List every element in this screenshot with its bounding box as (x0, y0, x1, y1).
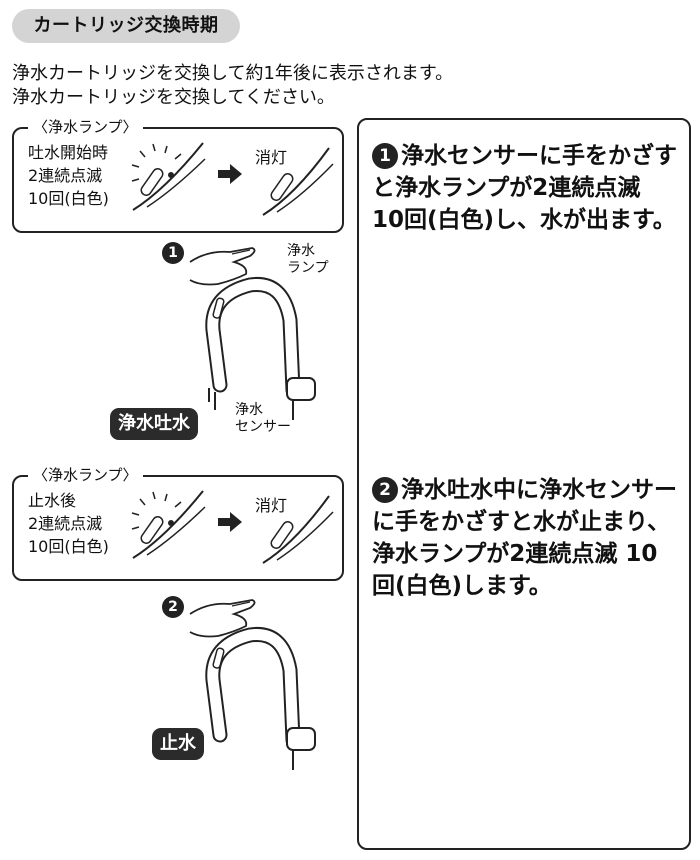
arrow-right-icon (218, 512, 242, 532)
lamp-status-box-2 (12, 475, 344, 581)
lamp-status-line: 10回(白色) (28, 189, 109, 208)
step-number-badge-1: 1 (162, 242, 184, 264)
faucet-icon (205, 276, 316, 420)
callout-sensor: センサー (235, 419, 291, 435)
callout-lamp: ランプ (287, 260, 329, 276)
hand-icon (189, 247, 256, 286)
lamp-off-label-1: 消灯 (255, 148, 288, 167)
callout-lamp: 浄水 (287, 243, 315, 259)
lamp-blink-icon (131, 142, 206, 211)
intro-line-1: 浄水カートリッジを交換して約1年後に表示されます。 (12, 63, 454, 84)
lamp-status-line: 2連続点滅 (28, 514, 103, 533)
step-number-badge-2: 2 (162, 596, 184, 618)
instruction-box (357, 118, 691, 850)
intro-line-2: 浄水カートリッジを交換してください。 (12, 87, 335, 108)
lamp-status-box-1 (12, 127, 344, 233)
lamp-status-line: 止水後 (28, 491, 77, 510)
lamp-status-line: 10回(白色) (28, 537, 109, 556)
lamp-blink-icon (131, 490, 206, 559)
callout-sensor: 浄水 (235, 402, 263, 418)
step-text-1: 浄水センサーに手をかざすと浄水ランプが2連続点滅 10回(白色)し、水が出ます。 (372, 143, 677, 233)
hand-icon (189, 599, 256, 638)
lamp-off-icon (262, 147, 334, 216)
lamp-off-label-2: 消灯 (255, 496, 288, 515)
step-text-2: 浄水吐水中に浄水センサーに手をかざすと水が止まり、浄水ランプが2連続点滅 10回… (372, 477, 677, 599)
faucet-icon (205, 626, 316, 770)
step-number-2: 2 (372, 477, 398, 503)
step-number-1: 1 (372, 143, 398, 169)
water-stop-tag: 止水 (152, 728, 204, 760)
lamp-off-icon (262, 495, 334, 564)
arrow-right-icon (218, 164, 242, 184)
lamp-status-line: 2連続点滅 (28, 166, 103, 185)
lamp-status-line: 吐水開始時 (28, 143, 109, 162)
section-title: カートリッジ交換時期 (12, 9, 240, 43)
water-out-tag: 浄水吐水 (110, 408, 198, 440)
lamp-label-2: 〈浄水ランプ〉 (28, 466, 143, 484)
lamp-label-1: 〈浄水ランプ〉 (28, 118, 143, 136)
